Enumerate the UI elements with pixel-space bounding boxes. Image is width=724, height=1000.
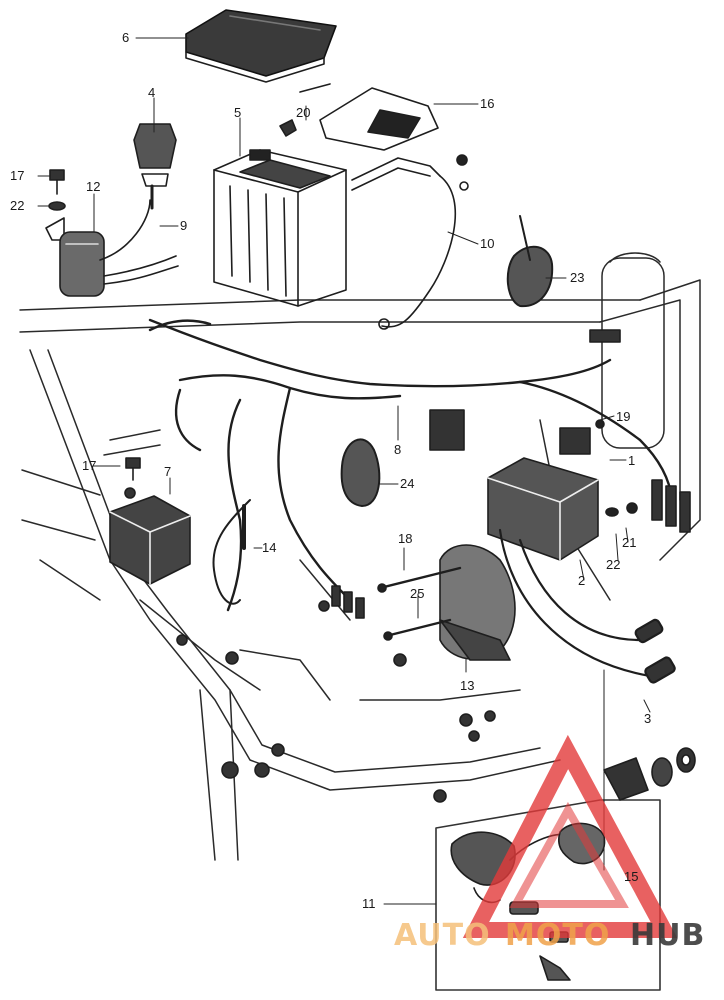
callout-11: 11 — [362, 896, 376, 911]
callout-leader-lines — [37, 37, 651, 905]
callout-12: 12 — [86, 179, 101, 194]
callout-7: 7 — [164, 464, 172, 479]
frame-bosses — [176, 600, 496, 803]
regulator-rectifier — [109, 495, 191, 585]
callout-8: 8 — [394, 442, 402, 457]
callout-14: 14 — [262, 540, 277, 555]
callout-10: 10 — [480, 236, 495, 251]
sub-harness — [212, 499, 251, 605]
starter-motor — [377, 544, 516, 661]
callout-9: 9 — [180, 218, 188, 233]
callout-2: 2 — [578, 573, 586, 588]
ignition-switch — [603, 747, 696, 801]
battery — [213, 149, 347, 307]
battery-holder-bracket — [319, 87, 469, 330]
callout-16: 16 — [480, 96, 495, 111]
callout-6: 6 — [122, 30, 130, 45]
callout-4: 4 — [148, 85, 156, 100]
callout-21: 21 — [622, 535, 637, 550]
callout-24: 24 — [400, 476, 415, 491]
callout-15: 15 — [624, 869, 639, 884]
callout-23: 23 — [570, 270, 585, 285]
ignition-coil — [487, 419, 638, 561]
inset-panel — [435, 799, 661, 991]
wire-harness — [148, 318, 674, 612]
battery-cover — [185, 9, 337, 83]
spark-plug-leads — [498, 528, 676, 684]
callout-5: 5 — [234, 105, 242, 120]
fuse-holder — [133, 123, 177, 187]
fasteners — [48, 83, 331, 499]
callout-22-top: 22 — [10, 198, 25, 213]
callout-1: 1 — [628, 453, 636, 468]
harness-bands — [340, 215, 554, 507]
callout-17-top: 17 — [10, 168, 25, 183]
callout-18: 18 — [398, 531, 413, 546]
callout-25: 25 — [410, 586, 425, 601]
callout-17-bottom: 17 — [82, 458, 97, 473]
callout-22-bottom: 22 — [606, 557, 621, 572]
callout-13: 13 — [460, 678, 475, 693]
callout-3: 3 — [644, 711, 652, 726]
callout-19: 19 — [616, 409, 631, 424]
starter-relay — [45, 184, 179, 297]
callout-20: 20 — [296, 105, 311, 120]
harness-connectors — [331, 329, 691, 619]
